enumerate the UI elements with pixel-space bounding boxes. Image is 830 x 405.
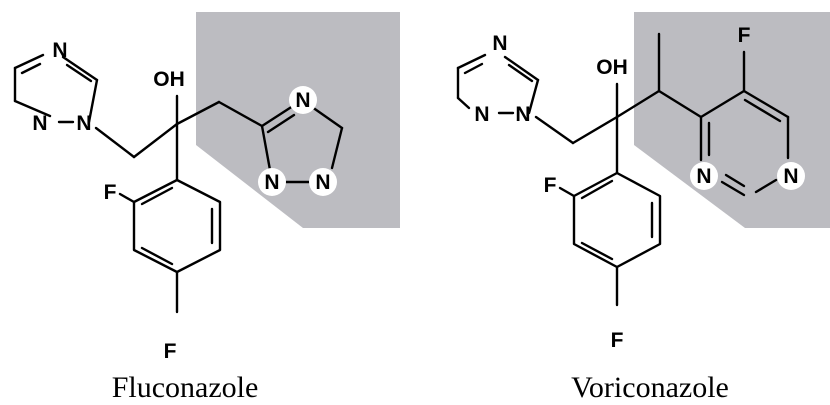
fluconazole-hydroxyl-label: OH xyxy=(153,68,185,91)
voriconazole-triazole-left xyxy=(456,53,540,115)
voriconazole-highlight-region xyxy=(634,12,830,228)
voriconazole-pyrimidine-highlighted xyxy=(699,50,790,197)
fluconazole-highlight-n-top: N xyxy=(295,89,310,112)
voriconazole-fluorine-para: F xyxy=(611,329,624,352)
fluconazole-caption: Fluconazole xyxy=(112,371,259,404)
voriconazole-triazole-n-bottom-right: N xyxy=(515,103,530,126)
fluconazole-fluorine-para: F xyxy=(164,340,177,363)
fluconazole-structure: N N N OH F F N N N Fluconazole xyxy=(13,12,400,404)
voriconazole-highlight-n-left: N xyxy=(696,165,711,188)
fluconazole-atom-backgrounds xyxy=(258,86,337,196)
voriconazole-caption: Voriconazole xyxy=(571,371,729,404)
fluconazole-triazole-highlighted xyxy=(260,102,344,184)
voriconazole-phenyl-ring xyxy=(558,171,662,307)
fluconazole-triazole-left xyxy=(13,53,99,124)
voriconazole-highlight-n-right: N xyxy=(783,165,798,188)
fluconazole-triazole-n-top: N xyxy=(52,39,67,62)
fluconazole-fluorine-ortho: F xyxy=(104,181,117,204)
voriconazole-structure: N N N OH F F F N N Voriconazole xyxy=(456,12,830,404)
voriconazole-fluorine-ortho: F xyxy=(544,174,557,197)
fluconazole-highlight-n-bottom-right: N xyxy=(315,171,330,194)
voriconazole-triazole-n-top: N xyxy=(492,32,507,55)
voriconazole-atom-backgrounds xyxy=(690,162,805,190)
voriconazole-hydroxyl-label: OH xyxy=(596,56,628,79)
fluconazole-triazole-n-bottom-right: N xyxy=(76,112,91,135)
fluconazole-highlight-region xyxy=(196,12,400,228)
fluconazole-phenyl-ring xyxy=(118,178,222,314)
voriconazole-highlight-fluorine: F xyxy=(738,24,751,47)
fluconazole-highlight-n-bottom-left: N xyxy=(264,171,279,194)
voriconazole-triazole-n-bottom-left: N xyxy=(474,103,489,126)
fluconazole-triazole-n-bottom-left: N xyxy=(32,112,47,135)
